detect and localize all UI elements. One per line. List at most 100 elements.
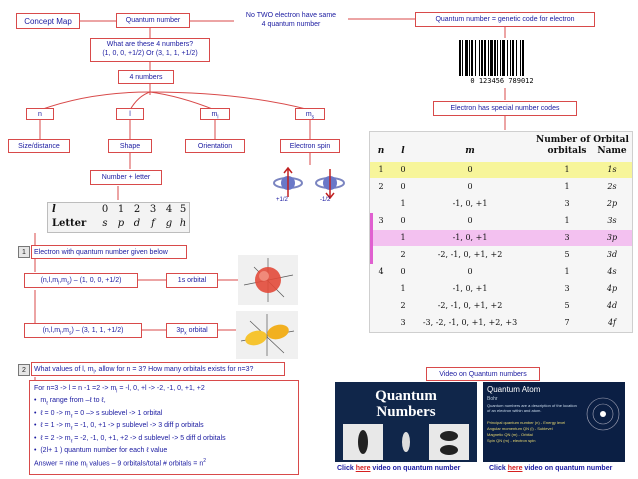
spin-down-label: -1/2 <box>320 197 331 203</box>
lt-num: 4 <box>165 204 173 215</box>
cell-n: 2 <box>378 182 384 191</box>
q2-rest: ) – (3, 1, 1, +1/2) <box>71 327 124 334</box>
cell-l: 0 <box>400 216 406 225</box>
cell-ml: 0 <box>467 267 473 276</box>
cell-name: 4d <box>606 301 618 310</box>
sphere-orbital-icon <box>243 258 294 302</box>
number-letter-node: Number + letter <box>90 170 162 185</box>
cell-l: 0 <box>400 182 406 191</box>
hdr-number: Number of Orbital <box>536 135 629 145</box>
answer-line7: Answer = nine ml values – 9 orbitals/tot… <box>34 457 207 470</box>
barcode-icon <box>459 40 524 76</box>
lt-num: 1 <box>117 204 125 215</box>
cell-num: 3 <box>564 233 570 242</box>
cell-num: 5 <box>564 250 570 259</box>
hdr-name: Name <box>597 146 627 156</box>
what-line1: What are these 4 numbers? <box>106 41 194 48</box>
orbital-shapes-icon <box>343 424 469 460</box>
cell-l: 0 <box>400 267 406 276</box>
orientation-node: Orientation <box>185 139 245 153</box>
cell-ml: -2, -1, 0, +1, +2 <box>437 250 503 259</box>
cell-num: 1 <box>564 216 570 225</box>
cell-ml: -3, -2, -1, 0, +1, +2, +3 <box>422 318 518 327</box>
video2-desc: Quantum numbers are a description of the… <box>487 403 577 413</box>
video-section-label: Video on Quantum numbers <box>426 367 540 381</box>
ml-sub: l <box>217 114 219 121</box>
what-line2: (1, 0, 0, +1/2) Or (3, 1, 1, +1/2) <box>102 50 198 57</box>
letter-table-letter-label: Letter <box>52 218 87 229</box>
lt-num: 5 <box>179 204 187 215</box>
cell-ml: 0 <box>467 165 473 174</box>
cell-l: 1 <box>400 199 406 208</box>
lt-num: 0 <box>101 204 109 215</box>
answer-line5: • ℓ = 2 -> mℓ = -2, -1, 0, +1, +2 -> d s… <box>34 434 226 444</box>
video-thumbnail-1[interactable]: Quantum Numbers <box>335 382 477 462</box>
size-distance-node: Size/distance <box>8 139 70 153</box>
lt-letter: p <box>117 218 125 229</box>
lt-num: 3 <box>149 204 157 215</box>
q1-prefix: (n,l,m <box>40 277 59 284</box>
orbital-table-header: n l m Number of Orbital orbitals Name <box>370 134 632 160</box>
orb2-sub: x <box>184 330 187 337</box>
dumbbell-orbital-icon <box>240 314 295 356</box>
cell-num: 3 <box>564 284 570 293</box>
barcode-digits: 0 123456 789012 <box>470 77 534 85</box>
cell-name: 4f <box>607 318 617 327</box>
cell-num: 7 <box>564 318 570 327</box>
lt-letter: s <box>102 218 108 229</box>
lt-letter: h <box>179 218 187 229</box>
video1-link[interactable]: here <box>355 465 371 472</box>
q1-rest: ) – (1, 0, 0, +1/2) <box>69 277 122 284</box>
cell-num: 1 <box>564 165 570 174</box>
cell-num: 5 <box>564 301 570 310</box>
atom-diagram-icon <box>586 397 620 431</box>
concept-map-title: Concept Map <box>16 13 80 29</box>
no-two-line1: No TWO electron have same <box>245 12 337 19</box>
section1-badge: 1 <box>18 246 30 258</box>
letter-table: l 0 1 2 3 4 5 Letter s p d f g h <box>47 202 190 233</box>
video2-bullet: Magnetic QN (m) - Orbital <box>487 432 533 437</box>
orb2-prefix: 3p <box>176 327 185 334</box>
answer-box: For n=3 -> l = n -1 =2 -> ml = -l, 0, +l… <box>29 380 299 475</box>
cell-name: 3p <box>606 233 618 242</box>
video2-link[interactable]: here <box>507 465 523 472</box>
hdr-n: n <box>377 146 385 156</box>
cell-ml: 0 <box>467 216 473 225</box>
quantum-number-node: Quantum number <box>116 13 190 28</box>
cell-l: 0 <box>400 165 406 174</box>
spin-up-label: +1/2 <box>276 197 288 203</box>
video-thumbnail-2[interactable]: Quantum Atom Bohr Quantum numbers are a … <box>483 382 625 462</box>
video2-caption: Click here video on quantum number <box>489 465 613 472</box>
answer-line3: • ℓ = 0 -> mℓ = 0 –> s sublevel -> 1 orb… <box>34 409 163 420</box>
orbital-1s-image <box>238 255 298 305</box>
spin-arrows-icon <box>273 166 345 200</box>
cell-l: 2 <box>400 301 406 310</box>
cell-ml: 0 <box>467 182 473 191</box>
cell-l: 1 <box>400 233 406 242</box>
cell-num: 3 <box>564 199 570 208</box>
section2-badge: 2 <box>18 364 30 376</box>
ml-node: ml <box>200 108 230 120</box>
cell-n: 4 <box>378 267 384 276</box>
orbital-3px-label: 3px orbital <box>166 323 218 338</box>
video2-bullets: Principal quantum number (n) - Energy le… <box>487 420 581 444</box>
ms-sub: s <box>311 114 315 121</box>
hdr-ml: m <box>465 146 475 156</box>
q-part1: What values of l, m <box>34 366 94 373</box>
cell-ml: -1, 0, +1 <box>452 199 488 208</box>
genetic-code-node: Quantum number = genetic code for electr… <box>415 12 595 27</box>
lt-letter: g <box>165 218 173 229</box>
cell-name: 1s <box>607 165 617 174</box>
answer-line4: • ℓ = 1 -> mℓ = -1, 0, +1 -> p sublevel … <box>34 422 204 432</box>
section1-title: Electron with quantum number given below <box>31 245 187 259</box>
special-codes-node: Electron has special number codes <box>433 101 577 116</box>
orbital-1s-label: 1s orbital <box>166 273 218 288</box>
